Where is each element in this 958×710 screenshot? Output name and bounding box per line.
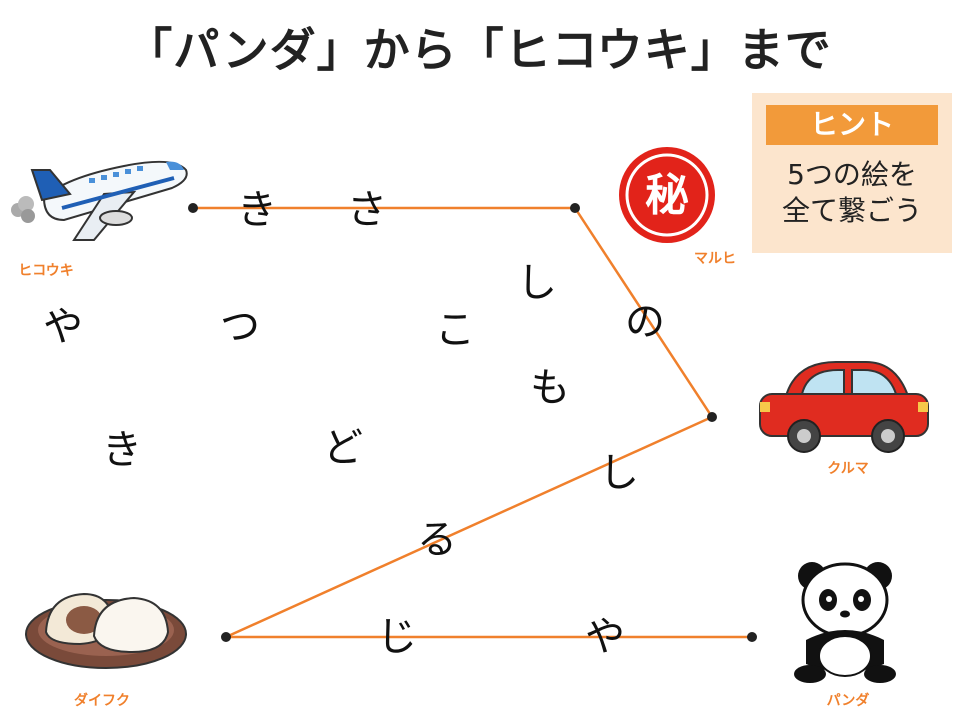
dot-daifuku: [221, 632, 231, 642]
char-ki-2[interactable]: き: [102, 427, 142, 473]
dot-car: [707, 412, 717, 422]
char-ru[interactable]: る: [417, 517, 457, 563]
page-title: 「パンダ」から「ヒコウキ」まで: [126, 23, 832, 77]
daifuku-label: ダイフク: [74, 693, 130, 709]
dot-secret: [570, 203, 580, 213]
char-shi-2[interactable]: し: [599, 450, 639, 496]
secret-label: マルヒ: [694, 251, 736, 267]
panda-icon: [794, 562, 896, 683]
airplane-icon: [11, 160, 188, 241]
char-shi-1[interactable]: し: [517, 260, 557, 306]
hint-text: 5つの絵を 全て繋ごう: [752, 157, 952, 229]
airplane-label: ヒコウキ: [18, 263, 74, 279]
hint-label: ヒント: [766, 105, 938, 145]
dot-airplane: [188, 203, 198, 213]
hint-line-2: 全て繋ごう: [781, 194, 922, 227]
dot-panda: [747, 632, 757, 642]
char-sa[interactable]: さ: [347, 187, 387, 233]
hint-line-1: 5つの絵を: [787, 158, 917, 191]
char-ji[interactable]: じ: [377, 614, 417, 660]
char-ya-2[interactable]: や: [585, 614, 625, 660]
maruhi-stamp-icon: 秘: [619, 147, 715, 243]
answer-path: [193, 206, 752, 639]
hint-box: ヒント 5つの絵を 全て繋ごう: [752, 93, 952, 253]
char-tsu[interactable]: つ: [220, 304, 260, 350]
char-ki-1[interactable]: き: [237, 187, 277, 233]
car-label: クルマ: [827, 461, 869, 477]
char-ya-1[interactable]: や: [43, 304, 83, 350]
char-no[interactable]: の: [625, 299, 665, 345]
char-mo[interactable]: も: [530, 365, 570, 411]
char-ko[interactable]: こ: [435, 307, 475, 353]
char-do[interactable]: ど: [323, 425, 363, 471]
car-icon: [759, 361, 929, 453]
stamp-text: 秘: [645, 170, 689, 221]
panda-label: パンダ: [826, 693, 870, 709]
daifuku-icon: [25, 592, 187, 669]
